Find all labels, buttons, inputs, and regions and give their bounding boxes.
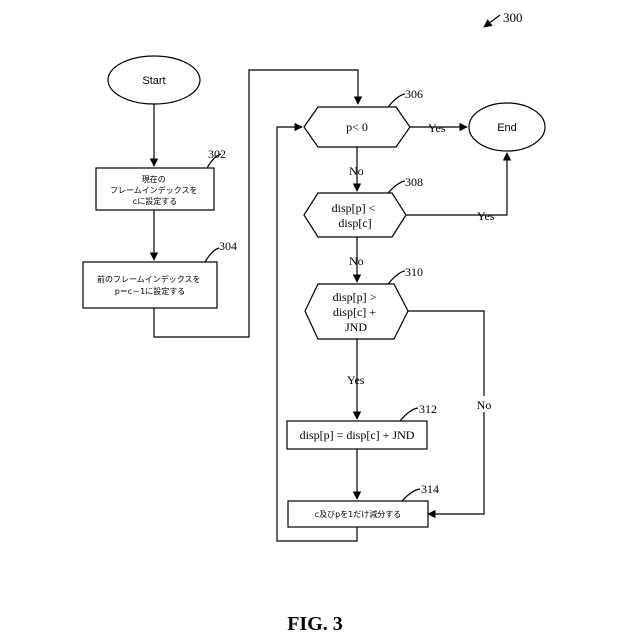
- decision-310-line-2: disp[c] +: [333, 305, 376, 319]
- ref-308-leader: [388, 181, 405, 193]
- step-302-line-1: 現在の: [142, 174, 166, 184]
- ref-312-leader: [400, 408, 418, 421]
- ref-306-label: 306: [405, 87, 423, 101]
- decision-308-line-2: disp[c]: [338, 216, 371, 230]
- ref-302-label: 302: [208, 147, 226, 161]
- ref-306-leader: [388, 94, 405, 107]
- edge-308-no: No: [349, 254, 364, 268]
- figure-ref-arrow: [484, 15, 500, 27]
- edge-308-yes: Yes: [477, 209, 495, 223]
- edge-306-no: No: [349, 164, 364, 178]
- edge-310-yes: Yes: [347, 373, 365, 387]
- decision-306-text: p< 0: [346, 120, 368, 134]
- decision-308: [304, 193, 406, 237]
- ref-304-label: 304: [219, 239, 237, 253]
- step-302-line-2: フレームインデックスを: [110, 185, 198, 195]
- decision-308-text: disp[p] < disp[c]: [332, 201, 379, 230]
- edge-306-yes: Yes: [428, 121, 446, 135]
- step-304-line-1: 前のフレームインデックスを: [97, 274, 201, 284]
- decision-308-line-1: disp[p] <: [332, 201, 376, 215]
- edge-310-no: No: [477, 398, 492, 412]
- step-312-text: disp[p] = disp[c] + JND: [300, 428, 415, 442]
- ref-304-leader: [205, 248, 219, 262]
- ref-314-leader: [402, 489, 420, 501]
- start-label: Start: [142, 75, 165, 87]
- ref-314-label: 314: [421, 482, 439, 496]
- step-304-line-2: p＝c－1に設定する: [115, 286, 186, 296]
- step-304-box: [83, 262, 217, 308]
- figure-ref-number: 300: [503, 10, 523, 25]
- step-314-text: c及びpを1だけ減分する: [315, 509, 402, 519]
- decision-310-line-1: disp[p] >: [333, 290, 377, 304]
- ref-310-label: 310: [405, 265, 423, 279]
- figure-caption: FIG. 3: [287, 613, 343, 635]
- step-302-line-3: cに設定する: [133, 196, 177, 206]
- ref-308-label: 308: [405, 175, 423, 189]
- decision-310-line-3: JND: [345, 320, 367, 334]
- ref-310-leader: [388, 271, 405, 284]
- ref-312-label: 312: [419, 402, 437, 416]
- end-label: End: [497, 122, 517, 134]
